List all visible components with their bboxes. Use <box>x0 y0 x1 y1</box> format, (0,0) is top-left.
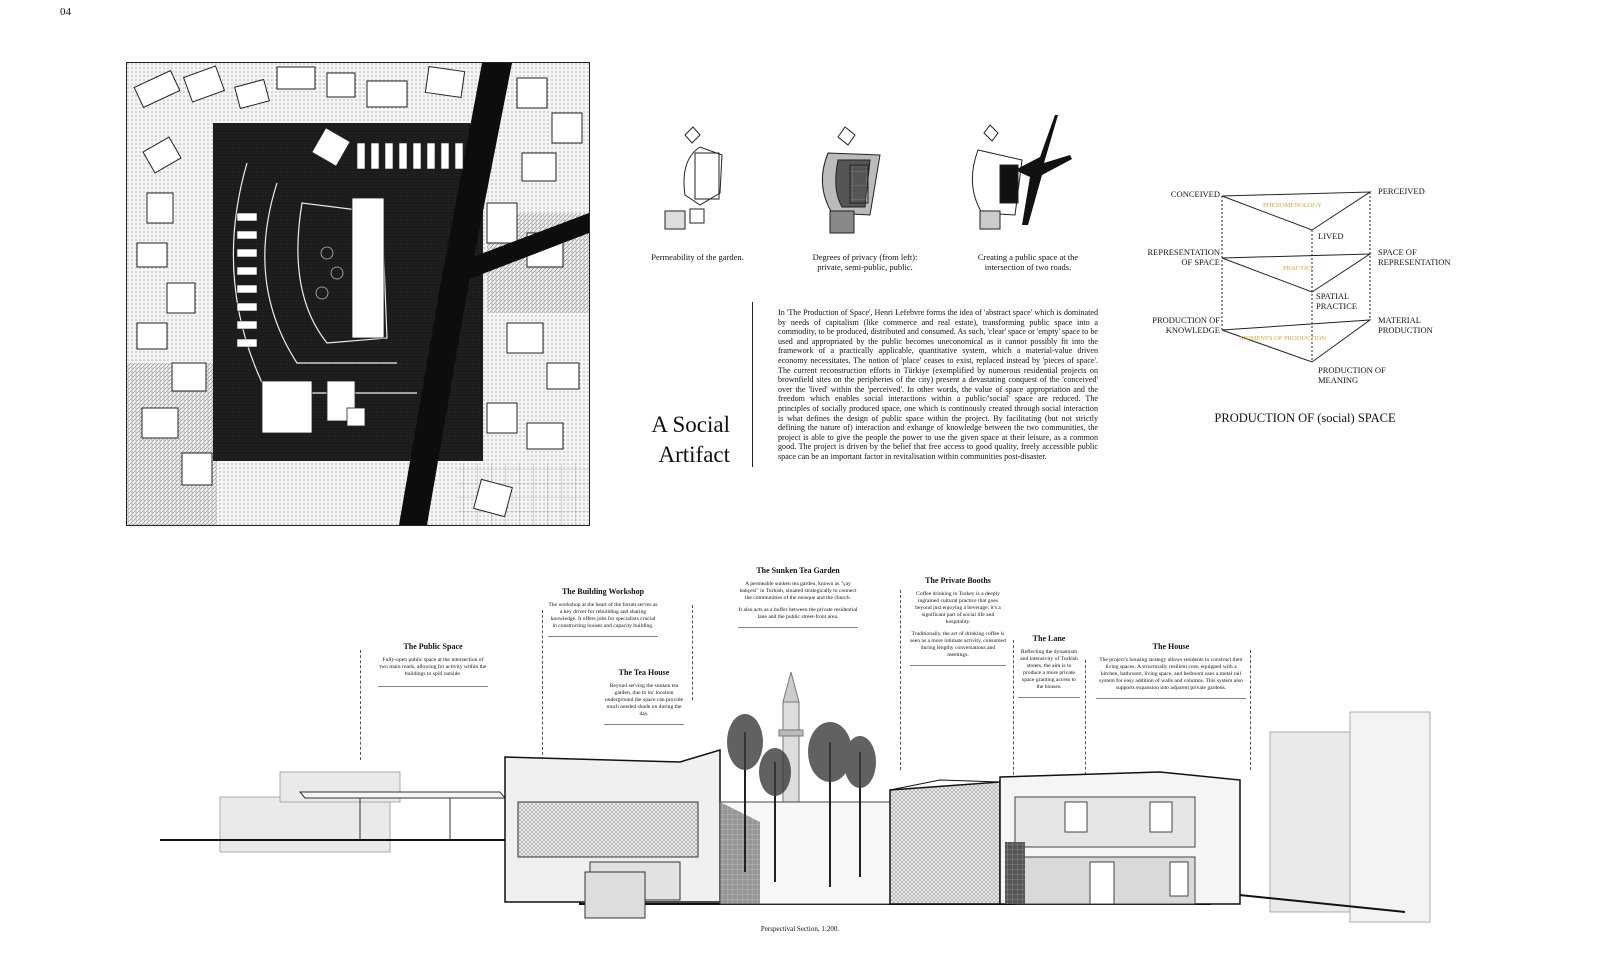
leader-workshop <box>542 610 544 760</box>
leader-public-space <box>360 650 362 760</box>
triad-production-of-knowledge: PRODUCTION OF KNOWLEDGE <box>1140 315 1220 335</box>
triad-lived: LIVED <box>1318 231 1344 241</box>
triad-meaning-line2: MEANING <box>1318 374 1359 385</box>
title-divider <box>752 302 753 467</box>
workshop-building <box>504 748 721 919</box>
annotation-lane-title: The Lane <box>1032 634 1066 643</box>
annotation-workshop-body: The workshop at the heart of the forum s… <box>548 602 658 629</box>
triad-title: PRODUCTION OF (social) SPACE <box>1214 411 1396 425</box>
leader-booths <box>900 590 902 770</box>
leader-tea-garden-left <box>692 605 694 700</box>
triad-conceived: CONCEIVED <box>1170 189 1220 199</box>
annotation-booths-body2: Traditionally, the act of drinking coffe… <box>910 631 1006 658</box>
house-building <box>999 771 1241 905</box>
annotation-tea-house-body: Beyond serving the sunken tea garden, du… <box>604 683 684 717</box>
diagram-caption-privacy: Degrees of privacy (from left): private,… <box>812 252 918 272</box>
triad-space-rep-line2: REPRESENTATION <box>1378 256 1451 267</box>
triad-spatial-line2: PRACTICE <box>1316 300 1358 311</box>
page-number: 04 <box>60 6 71 18</box>
triad-perceived: PERCEIVED <box>1378 186 1425 196</box>
title-line-1: A Social <box>651 412 730 437</box>
triad-moments-of-production: MOMENTS OF PRODUCTION <box>1240 335 1326 342</box>
section-drawing <box>160 670 1431 923</box>
triad-phenomenology: PHENOMENOLOGY <box>1263 202 1322 209</box>
annotation-booths: The Private Booths Coffee drinking in Tu… <box>910 576 1006 666</box>
annotation-tea-garden-body2: It also acts as a buffer between the pri… <box>738 607 858 620</box>
triad-production-of-meaning: PRODUCTION OF MEANING <box>1318 365 1386 385</box>
annotation-house-title: The House <box>1152 642 1190 651</box>
annotation-tea-house-title: The Tea House <box>618 668 670 677</box>
annotation-workshop: The Building Workshop The workshop at th… <box>548 587 658 637</box>
annotation-lane-body: Reflecting the dynamism and intensivity … <box>1020 649 1078 690</box>
triad-representation-of-space: REPRESENTATION OF SPACE <box>1140 247 1220 267</box>
annotation-lane: The Lane Reflecting the dynamism and int… <box>1018 634 1080 698</box>
annotation-tea-garden-body1: A permeable sunken tea garden, known as … <box>739 581 857 601</box>
triad-material-line2: PRODUCTION <box>1378 324 1433 335</box>
page-title: A Social Artifact <box>640 410 730 470</box>
triad-rep-space-line2: OF SPACE <box>1181 256 1220 267</box>
diagram-privacy <box>821 126 881 234</box>
annotation-workshop-title: The Building Workshop <box>561 587 645 596</box>
leader-lane-right <box>1085 660 1087 790</box>
annotation-booths-body1: Coffee drinking in Turkey is a deeply in… <box>915 591 1001 625</box>
annotation-house-body: The project's housing strategy allows re… <box>1099 657 1243 691</box>
triad-spatial-practice: SPATIAL PRACTICE <box>1316 291 1358 311</box>
triad-knowledge-line2: KNOWLEDGE <box>1165 324 1220 335</box>
triad-practice: PRACTICE <box>1283 265 1315 272</box>
site-plan <box>126 62 590 526</box>
annotation-public-space-title: The Public Space <box>403 642 463 651</box>
essay-text: In 'The Production of Space', Henri Lefe… <box>778 308 1098 461</box>
perspectival-section <box>160 670 1450 924</box>
annotation-tea-garden: The Sunken Tea Garden A permeable sunken… <box>738 566 858 628</box>
diagram-public-space <box>971 115 1072 230</box>
leader-lane <box>1013 640 1015 790</box>
concept-diagrams <box>660 115 1100 245</box>
annotation-booths-title: The Private Booths <box>925 576 991 585</box>
site-plan-drawing <box>127 63 589 525</box>
triad-knowledge-line1: PRODUCTION OF <box>1152 315 1220 325</box>
sunken-tea-garden <box>719 714 891 905</box>
diagram-permeability <box>664 126 723 230</box>
triad-material-line1: MATERIAL <box>1378 315 1421 325</box>
private-booths <box>889 779 1001 905</box>
triad-rep-space-line1: REPRESENTATION <box>1147 247 1220 257</box>
triad-space-of-representation: SPACE OF REPRESENTATION <box>1378 247 1451 267</box>
annotation-tea-house: The Tea House Beyond serving the sunken … <box>604 668 684 725</box>
diagram-caption-public-space: Creating a public space at the intersect… <box>977 252 1079 272</box>
triad-diagram <box>1220 190 1380 380</box>
triad-space-rep-line1: SPACE OF <box>1378 247 1417 257</box>
leader-house <box>1250 650 1252 770</box>
triad-meaning-line1: PRODUCTION OF <box>1318 365 1386 375</box>
triad-material-production: MATERIAL PRODUCTION <box>1378 315 1433 335</box>
title-line-2: Artifact <box>658 442 730 467</box>
section-caption: Perspectival Section, 1:200. <box>760 925 840 933</box>
annotation-public-space: The Public Space Fully-open public space… <box>378 642 488 687</box>
annotation-tea-garden-title: The Sunken Tea Garden <box>756 566 840 575</box>
diagram-caption-permeability: Permeability of the garden. <box>651 252 744 262</box>
triad-spatial-line1: SPATIAL <box>1316 291 1350 301</box>
annotation-public-space-body: Fully-open public space at the intersect… <box>379 657 487 677</box>
annotation-house: The House The project's housing strategy… <box>1096 642 1246 699</box>
